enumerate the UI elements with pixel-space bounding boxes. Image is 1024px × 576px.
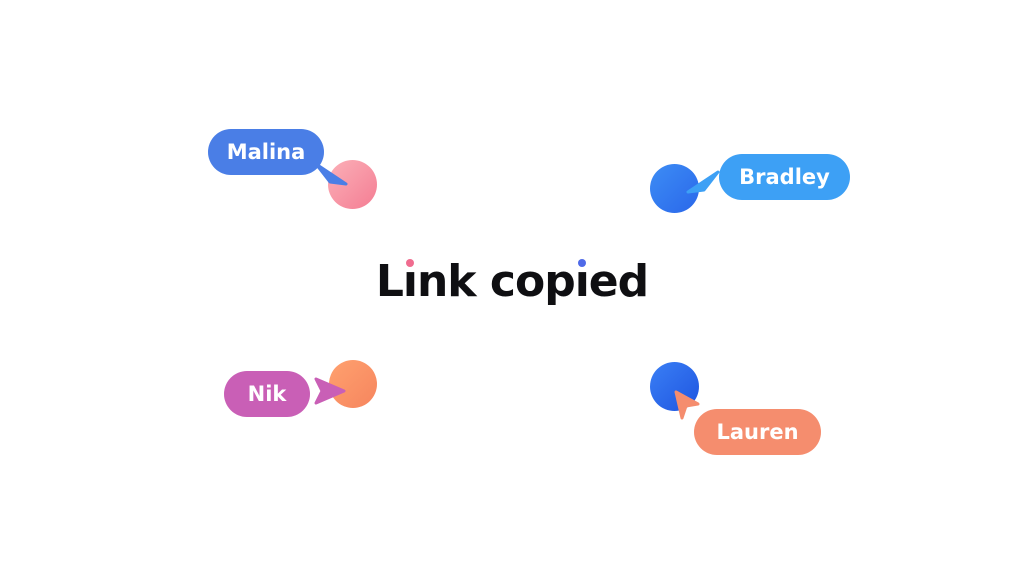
- lauren-cursor-icon: [674, 390, 700, 420]
- nik-avatar: [329, 360, 377, 408]
- nik-cursor-icon: [314, 377, 346, 405]
- headline-part: ed: [588, 256, 649, 307]
- dotted-letter-i: ı: [574, 256, 590, 307]
- headline-part: ı: [402, 256, 418, 307]
- bradley-name-tag[interactable]: Bradley: [719, 154, 850, 200]
- lauren-name-tag[interactable]: Lauren: [694, 409, 821, 455]
- headline-part: ı: [574, 256, 590, 307]
- malina-label: Malina: [226, 140, 306, 164]
- headline-part: nk cop: [416, 256, 576, 307]
- nik-label: Nik: [247, 382, 287, 406]
- nik-name-tag[interactable]: Nik: [224, 371, 310, 417]
- malina-avatar: [328, 160, 377, 209]
- blue-dot: [577, 259, 586, 267]
- lauren-label: Lauren: [716, 420, 799, 444]
- bradley-cursor-icon: [686, 170, 720, 194]
- malina-cursor-icon: [314, 162, 348, 186]
- malina-name-tag[interactable]: Malina: [208, 129, 324, 175]
- headline-part: L: [375, 256, 404, 307]
- bradley-label: Bradley: [739, 165, 830, 189]
- dotted-letter-i: ı: [402, 256, 418, 307]
- pink-dot: [405, 259, 414, 267]
